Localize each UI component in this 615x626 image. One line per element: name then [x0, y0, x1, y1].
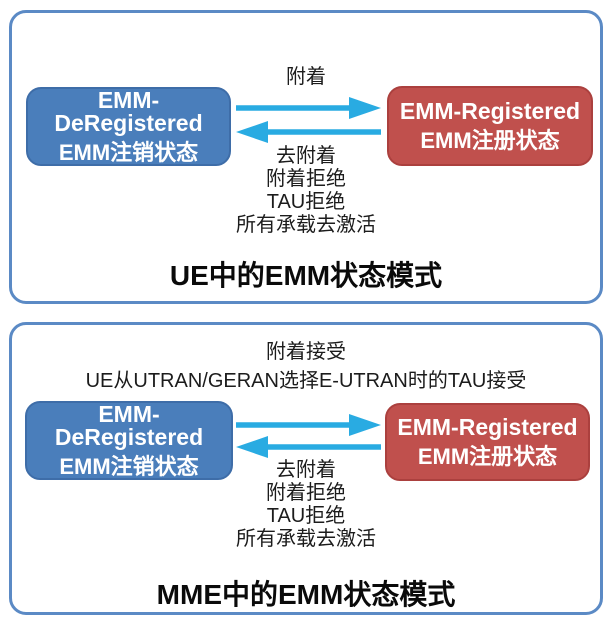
transition-label-line: UE从UTRAN/GERAN选择E-UTRAN时的TAU接受 [85, 370, 527, 392]
arrow-right-icon [236, 97, 381, 119]
arrow-left-icon [236, 436, 381, 458]
transition-label-line: 附着拒绝 [266, 168, 346, 190]
mme-emm-state-panel: 附着接受 UE从UTRAN/GERAN选择E-UTRAN时的TAU接受 EMM-… [9, 322, 603, 615]
transition-label-line: 所有承载去激活 [236, 528, 376, 550]
state-name-en: EMM-DeRegistered [54, 87, 203, 136]
transition-label-line: 附着接受 [266, 341, 346, 363]
transition-label-line: 所有承载去激活 [236, 214, 376, 236]
forward-transition-label: 附着接受 UE从UTRAN/GERAN选择E-UTRAN时的TAU接受 [12, 338, 600, 396]
transition-label-line: TAU拒绝 [266, 505, 346, 527]
arrow-right-icon [236, 414, 381, 436]
state-name-en: EMM-DeRegistered [54, 401, 204, 450]
state-name-zh: EMM注册状态 [420, 128, 560, 153]
state-name-zh: EMM注册状态 [417, 444, 558, 469]
reverse-transition-label: 去附着 附着拒绝 TAU拒绝 所有承载去激活 [12, 145, 600, 237]
state-name-zh: EMM注销状态 [59, 454, 199, 479]
transition-label-line: 附着拒绝 [266, 482, 346, 504]
emm-deregistered-state-box: EMM-DeRegistered EMM注销状态 [25, 401, 233, 480]
state-name-en: EMM-Registered [397, 414, 578, 440]
transition-label-line: TAU拒绝 [266, 191, 346, 213]
arrow-left-icon [236, 121, 381, 143]
transition-label-line: 去附着 [276, 459, 336, 481]
emm-registered-state-box: EMM-Registered EMM注册状态 [385, 403, 590, 481]
ue-emm-state-panel: 附着 EMM-DeRegistered EMM注销状态 EMM-Register… [9, 10, 603, 304]
panel-title: MME中的EMM状态模式 [156, 579, 456, 610]
panel-title: UE中的EMM状态模式 [169, 260, 443, 291]
emm-registered-state-box: EMM-Registered EMM注册状态 [387, 86, 593, 166]
state-name-zh: EMM注销状态 [58, 140, 199, 165]
state-name-en: EMM-Registered [399, 98, 581, 124]
transition-label-line: 去附着 [276, 145, 336, 167]
emm-deregistered-state-box: EMM-DeRegistered EMM注销状态 [26, 87, 231, 166]
forward-transition-label: 附着 [12, 66, 600, 89]
reverse-transition-label: 去附着 附着拒绝 TAU拒绝 所有承载去激活 [12, 459, 600, 551]
transition-label-line: 附着 [286, 66, 326, 88]
